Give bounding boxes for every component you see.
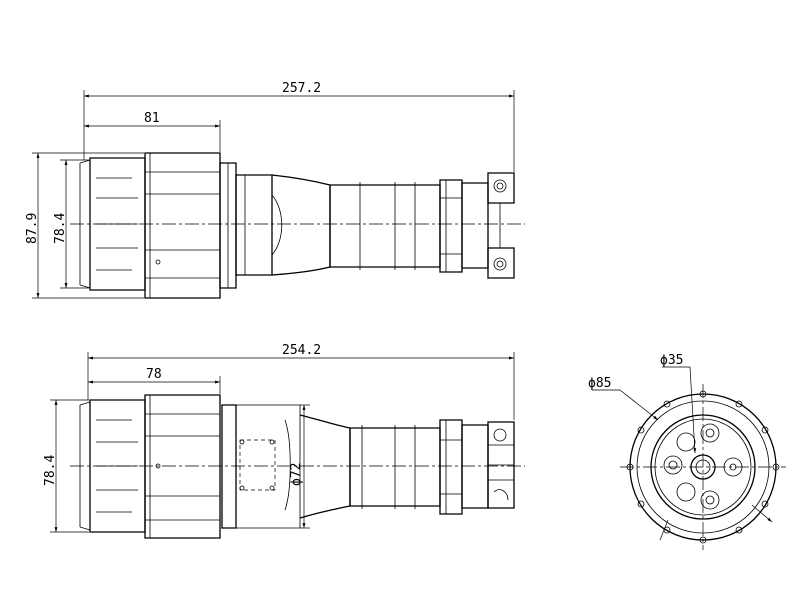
bottom-view: 254.2 78 78.4 ϕ72 xyxy=(43,343,525,539)
dim-top-outer-height: 87.9 xyxy=(25,213,40,244)
dim-top-body-length: 81 xyxy=(144,111,160,126)
dim-bottom-overall-length: 254.2 xyxy=(282,343,321,358)
dim-end-outer-diameter: ϕ85 xyxy=(588,376,611,391)
dim-bottom-body-length: 78 xyxy=(146,367,162,382)
dim-bottom-diameter: ϕ72 xyxy=(289,463,304,486)
dim-end-inner-diameter: ϕ35 xyxy=(660,353,683,368)
dim-top-inner-height: 78.4 xyxy=(53,213,68,244)
end-view: ϕ85 ϕ35 xyxy=(588,353,786,550)
dim-bottom-height: 78.4 xyxy=(43,455,58,486)
top-view: 257.2 81 87.9 78.4 xyxy=(25,81,525,299)
dim-top-overall-length: 257.2 xyxy=(282,81,321,96)
